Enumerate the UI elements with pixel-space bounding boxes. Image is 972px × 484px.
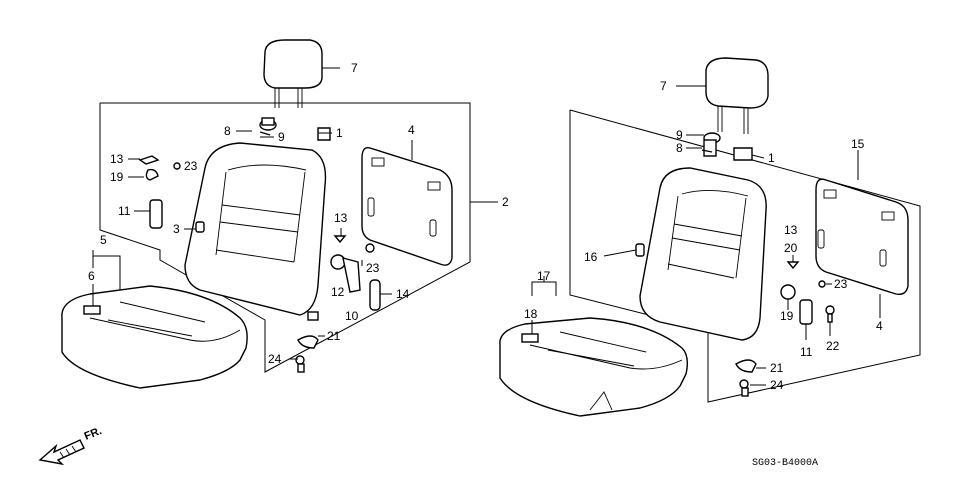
diagram-code: SG03-B4000A xyxy=(752,458,818,469)
right-callout-21: 21 xyxy=(770,361,784,375)
right-callout-8: 8 xyxy=(676,141,683,155)
right-back-panel xyxy=(815,178,909,296)
right-callout-20: 20 xyxy=(784,241,798,255)
left-callout-21: 21 xyxy=(327,329,341,343)
left-seatback xyxy=(184,142,327,321)
right-callout-24: 24 xyxy=(770,378,784,392)
left-callout-13: 13 xyxy=(110,152,124,166)
left-callout-6: 6 xyxy=(88,269,95,283)
left-callout-11: 11 xyxy=(118,204,131,218)
left-callout-1: 1 xyxy=(336,126,343,140)
left-callout-3: 3 xyxy=(173,222,180,236)
right-callout-1: 1 xyxy=(768,151,775,165)
left-headrest xyxy=(263,39,323,108)
right-callout-labels: 7 9 8 1 15 13 20 16 23 17 18 19 11 22 4 … xyxy=(524,79,883,392)
right-callout-23: 23 xyxy=(834,277,848,291)
left-callout-4: 4 xyxy=(408,123,415,137)
left-callout-2: 2 xyxy=(502,195,509,209)
left-callout-labels: 7 8 9 1 4 2 13 23 19 11 3 13 23 12 10 14… xyxy=(88,61,509,366)
left-callout-23b: 23 xyxy=(366,261,380,275)
right-seatback xyxy=(635,167,767,341)
left-callout-13b: 13 xyxy=(334,211,348,225)
left-back-panel xyxy=(361,147,453,266)
right-seat-cushion xyxy=(499,317,689,417)
left-callout-7: 7 xyxy=(351,61,358,75)
left-small-parts xyxy=(138,117,381,373)
right-callout-7: 7 xyxy=(660,79,667,93)
left-seat-cushion xyxy=(61,285,248,389)
right-callout-19: 19 xyxy=(780,309,794,323)
right-callout-16: 16 xyxy=(584,250,598,264)
left-callout-24: 24 xyxy=(268,352,282,366)
right-callout-4: 4 xyxy=(876,319,883,333)
right-callout-17: 17 xyxy=(537,269,551,283)
left-callout-14: 14 xyxy=(396,287,410,301)
left-callout-12: 12 xyxy=(331,285,345,299)
front-arrow-icon xyxy=(38,439,85,466)
right-callout-9: 9 xyxy=(676,128,683,142)
right-seatback-group-frame xyxy=(569,109,921,403)
right-callout-11: 11 xyxy=(800,345,813,359)
left-callout-8: 8 xyxy=(224,124,231,138)
left-callout-9: 9 xyxy=(278,130,285,144)
front-direction-label: FR. xyxy=(83,425,104,443)
left-leader-lines xyxy=(92,67,498,360)
right-headrest xyxy=(705,57,769,134)
left-callout-10: 10 xyxy=(345,309,359,323)
left-callout-19: 19 xyxy=(110,170,124,184)
left-callout-23: 23 xyxy=(184,159,198,173)
left-seat-assembly: 7 8 9 1 4 2 13 23 19 11 3 13 23 12 10 14… xyxy=(61,39,509,389)
right-seat-assembly: 7 9 8 1 15 13 20 16 23 17 18 19 11 22 4 … xyxy=(499,57,921,417)
left-seatback-group-frame xyxy=(99,102,471,373)
right-callout-13: 13 xyxy=(784,223,798,237)
right-leader-lines xyxy=(531,85,881,386)
right-callout-18: 18 xyxy=(524,307,538,321)
front-direction-indicator: FR. xyxy=(38,425,104,466)
right-callout-15: 15 xyxy=(851,137,865,151)
right-callout-22: 22 xyxy=(826,339,840,353)
left-callout-5: 5 xyxy=(100,233,107,247)
